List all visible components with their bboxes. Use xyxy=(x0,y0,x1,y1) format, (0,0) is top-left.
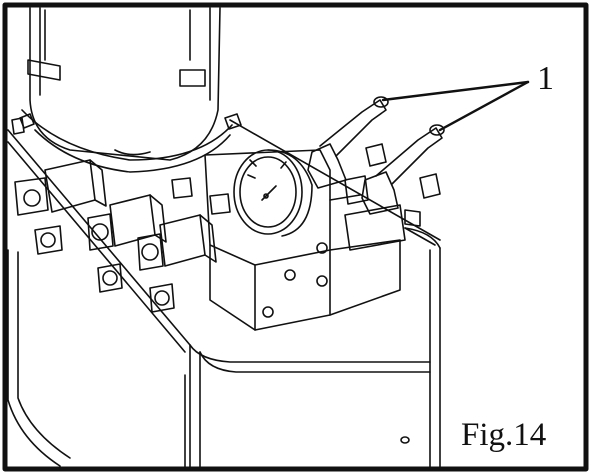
leader-line-2 xyxy=(438,80,530,132)
motor-housing xyxy=(19,7,242,173)
figure-caption: Fig.14 xyxy=(461,417,547,453)
callout-leaders xyxy=(381,80,530,132)
shutoff-valve-handle xyxy=(307,96,445,251)
leader-line-1 xyxy=(381,80,530,102)
solenoid-valve xyxy=(11,117,231,313)
top-plate xyxy=(7,119,441,353)
reservoir-tank xyxy=(7,227,441,470)
pressure-gauge xyxy=(233,149,313,237)
callout-number: 1 xyxy=(537,60,554,97)
manifold-block xyxy=(204,149,401,331)
